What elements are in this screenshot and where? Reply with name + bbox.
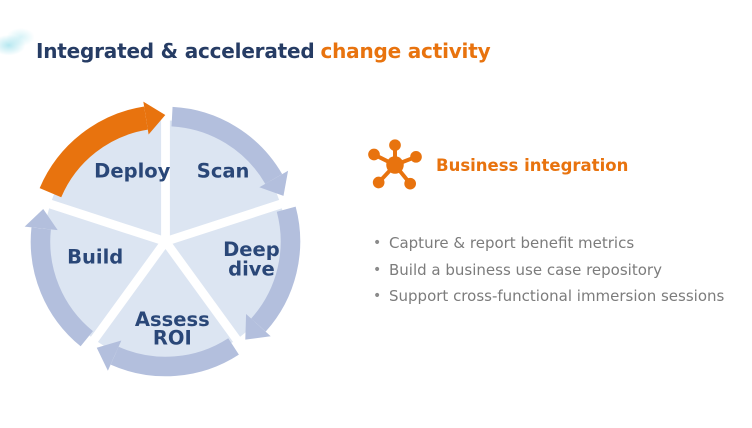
cloud-logo: [0, 26, 34, 58]
ring-arrow-deep-dive: [250, 206, 301, 332]
bullet-list: Capture & report benefit metrics Build a…: [371, 234, 724, 315]
segment-label-scan: Scan: [197, 160, 250, 183]
cycle-diagram: Deploy Scan Deep dive Assess ROI Build: [24, 96, 305, 377]
wedge-deep-dive: [165, 204, 287, 340]
bullet-item: Support cross-functional immersion sessi…: [371, 287, 724, 306]
bullet-item: Build a business use case repository: [371, 261, 724, 280]
wedge-assess-roi: [94, 241, 237, 363]
ring-arrows: [24, 101, 301, 377]
ring-arrowhead-deploy-highlight: [143, 101, 166, 135]
segment-label-deploy: Deploy: [94, 160, 171, 183]
ring-arrowhead-deep-dive: [245, 313, 271, 340]
ring-arrow-assess-roi: [110, 338, 239, 377]
wheel-labels: Deploy Scan Deep dive Assess ROI Build: [67, 160, 280, 350]
segment-label-assess: Assess: [135, 308, 210, 331]
title-primary: Integrated & accelerated: [36, 39, 315, 64]
segment-label-roi: ROI: [153, 327, 192, 350]
ring-arrow-deploy-highlight: [39, 106, 149, 198]
title-accent: change activity: [320, 39, 491, 64]
wheel-dividers: [26, 96, 305, 361]
business-integration-header: Business integration: [367, 137, 628, 193]
ring-arrowhead-scan: [259, 170, 289, 196]
segment-label-build: Build: [67, 246, 123, 269]
ring-arrowhead-assess-roi: [96, 340, 122, 371]
network-molecule-icon: [368, 139, 422, 190]
ring-arrow-scan: [171, 106, 283, 185]
ring-arrowhead-build: [24, 208, 58, 231]
segment-label-deep: Deep: [223, 238, 280, 261]
bullet-item: Capture & report benefit metrics: [371, 234, 724, 253]
section-heading: Business integration: [436, 155, 629, 175]
wedge-build: [44, 204, 166, 340]
ring-arrow-build: [30, 227, 94, 347]
segment-label-dive: dive: [228, 257, 275, 280]
